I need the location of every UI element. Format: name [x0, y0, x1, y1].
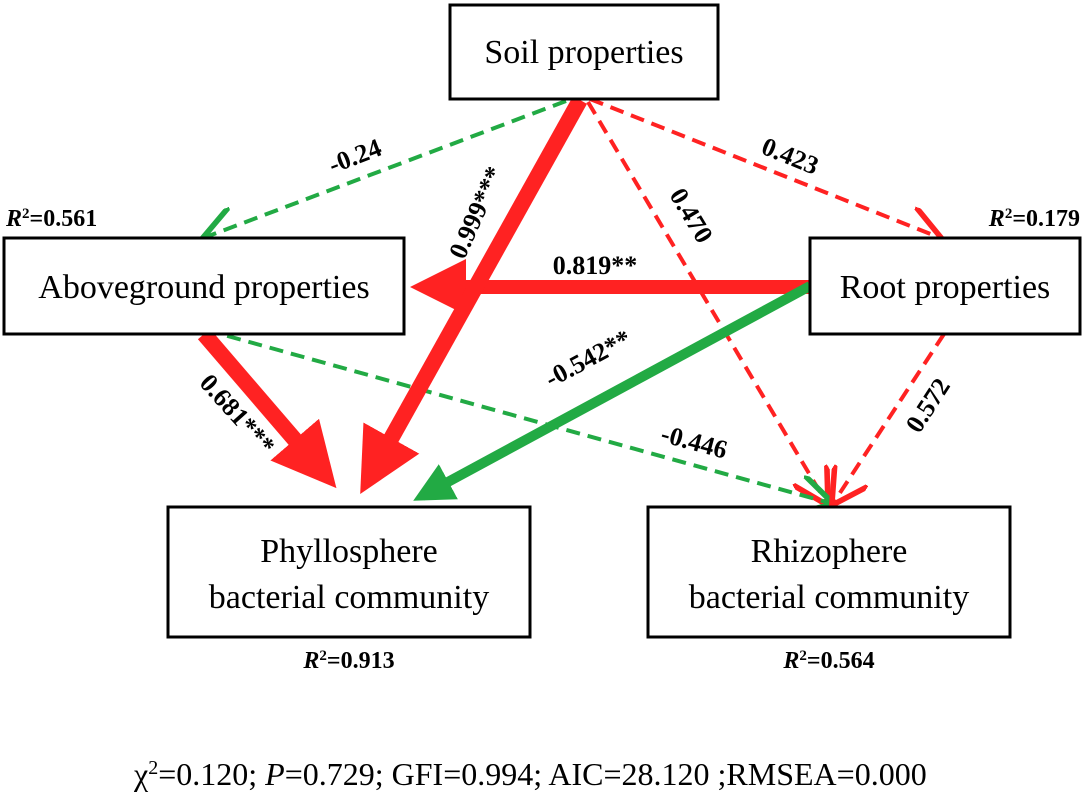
coef-above-rhizo: -0.446 — [658, 419, 730, 464]
arrow-root-phyllo — [413, 281, 813, 501]
node-label: Root properties — [840, 269, 1051, 306]
node-label-line2: bacterial community — [209, 579, 489, 616]
r2-label: R2=0.561 — [5, 206, 97, 232]
node-root: Root properties R2=0.179 — [808, 206, 1082, 336]
r2-label: R2=0.913 — [302, 648, 394, 674]
node-label: Aboveground properties — [38, 269, 369, 306]
path-arrows — [197, 96, 946, 503]
arrow-soil-root — [589, 97, 938, 237]
node-box — [166, 505, 532, 639]
node-label-line1: Rhizophere — [751, 533, 908, 570]
node-soil: Soil properties — [448, 3, 720, 101]
node-label: Soil properties — [484, 34, 683, 71]
node-label-line2: bacterial community — [689, 579, 969, 616]
node-box — [2, 236, 406, 336]
coef-soil-root: 0.423 — [758, 132, 823, 181]
node-box — [808, 236, 1082, 336]
r2-label: R2=0.564 — [782, 648, 874, 674]
coef-soil-rhizo: 0.470 — [664, 183, 719, 248]
arrow-soil-rhizo — [586, 100, 826, 502]
arrow-root-rhizo — [834, 332, 946, 502]
node-phyllosphere: Phyllosphere bacterial community R2=0.91… — [166, 505, 532, 674]
node-box — [448, 3, 720, 101]
arrow-above-phyllo — [197, 328, 337, 489]
node-label-line1: Phyllosphere — [260, 533, 438, 570]
node-box — [646, 505, 1012, 639]
node-rhizophere: Rhizophere bacterial community R2=0.564 — [646, 505, 1012, 674]
arrow-above-rhizo — [205, 328, 830, 503]
coef-root-rhizo: 0.572 — [900, 373, 956, 438]
arrow-soil-phyllo — [360, 96, 587, 494]
r2-label: R2=0.179 — [988, 206, 1080, 232]
arrow-soil-above — [206, 99, 567, 237]
model-fit-statistics: χ2=0.120; P=0.729; GFI=0.994; AIC=28.120… — [133, 756, 927, 792]
node-aboveground: Aboveground properties R2=0.561 — [2, 206, 406, 336]
coef-root-above: 0.819** — [553, 251, 638, 280]
